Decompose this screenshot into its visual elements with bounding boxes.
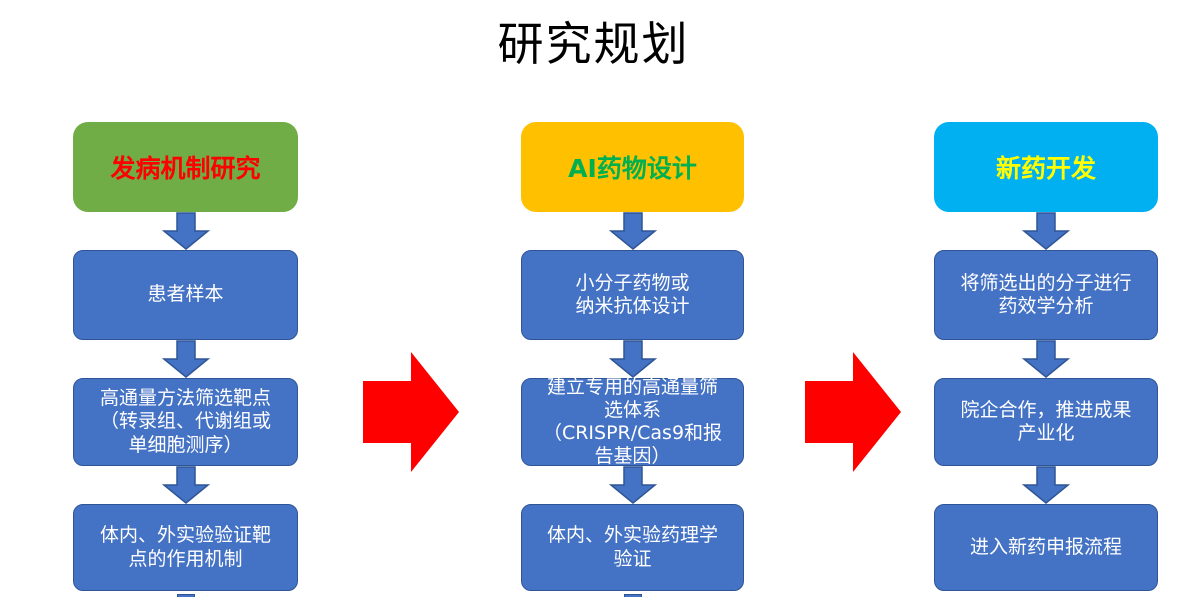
down-arrow-icon [608, 340, 657, 378]
step-box-high-throughput-screening: 高通量方法筛选靶点 （转录组、代谢组或 单细胞测序） [73, 378, 298, 466]
down-arrow-icon [1022, 340, 1070, 378]
step-box-patient-samples: 患者样本 [73, 250, 298, 340]
column-pathogenesis: 发病机制研究 患者样本 高通量方法筛选靶点 （转录组、代谢组或 单细胞测序） 体… [73, 122, 298, 597]
header-box-pathogenesis: 发病机制研究 [73, 122, 298, 212]
header-box-new-drug-development: 新药开发 [934, 122, 1158, 212]
flow-arrow-right-icon [805, 352, 901, 476]
cutoff-arrow-stub [623, 594, 642, 597]
step-box-molecule-design: 小分子药物或 纳米抗体设计 [521, 250, 744, 340]
down-arrow-icon [161, 340, 210, 378]
step-box-screening-system: 建立专用的高通量筛 选体系 （CRISPR/Cas9和报 告基因） [521, 376, 744, 467]
step-box-industry-cooperation: 院企合作，推进成果 产业化 [934, 378, 1158, 466]
down-arrow-icon [608, 212, 657, 250]
down-arrow-icon [161, 212, 210, 250]
down-arrow-icon [161, 466, 210, 504]
step-box-drug-application: 进入新药申报流程 [934, 504, 1158, 591]
column-new-drug-development: 新药开发 将筛选出的分子进行 药效学分析 院企合作，推进成果 产业化 进入新药申… [934, 122, 1158, 591]
page-title: 研究规划 [497, 17, 690, 71]
down-arrow-icon [608, 466, 657, 504]
down-arrow-icon [1022, 466, 1070, 504]
step-box-pharmacodynamics-analysis: 将筛选出的分子进行 药效学分析 [934, 250, 1158, 340]
step-box-pharmacology-validation: 体内、外实验药理学 验证 [521, 504, 744, 591]
down-arrow-icon [1022, 212, 1070, 250]
step-box-target-validation: 体内、外实验验证靶 点的作用机制 [73, 504, 298, 591]
column-ai-drug-design: AI药物设计 小分子药物或 纳米抗体设计 建立专用的高通量筛 选体系 （CRIS… [521, 122, 744, 597]
flow-arrow-right-icon [363, 352, 459, 476]
header-box-ai-drug-design: AI药物设计 [521, 122, 744, 212]
cutoff-arrow-stub [176, 594, 195, 597]
